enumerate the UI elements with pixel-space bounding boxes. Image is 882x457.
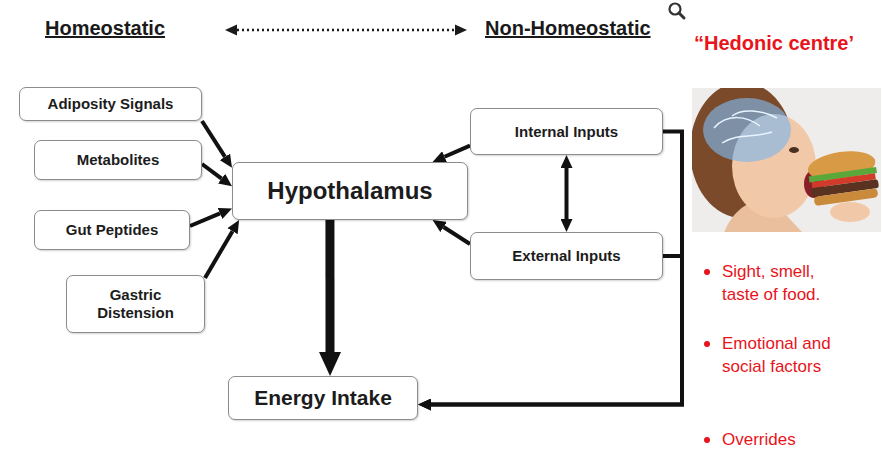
side-heading: “Hedonic centre’ (694, 32, 854, 55)
bullet-dot (704, 437, 710, 443)
bullet-dot (704, 341, 710, 347)
box-text: Internal Inputs (515, 123, 618, 141)
flow-arrow (190, 213, 220, 226)
flow-arrow (202, 121, 225, 157)
flow-arrow (202, 164, 222, 179)
flow-arrow (325, 220, 334, 352)
bullet-text: Emotional and social factors (722, 332, 834, 378)
section-heading: Non-Homeostatic (485, 17, 651, 40)
box-text: External Inputs (512, 247, 620, 265)
input-box: Gut Peptides (34, 210, 190, 250)
section-heading: Homeostatic (45, 17, 165, 40)
magnifier-icon (670, 4, 685, 19)
input-box: Metabolites (34, 140, 202, 180)
box-text: Energy Intake (254, 385, 392, 410)
woman-burger-picture (690, 82, 881, 238)
flow-arrow (445, 146, 470, 157)
box-text: Adiposity Signals (48, 95, 174, 113)
input-box: Gastric Distension (66, 275, 205, 333)
input-box: External Inputs (470, 232, 663, 280)
flow-arrow (431, 132, 682, 405)
box-text: Gastric Distension (86, 286, 186, 322)
dotted-double-arrow (225, 25, 467, 36)
bullet-text: Sight, smell, taste of food. (722, 260, 834, 306)
flow-arrow (565, 168, 569, 219)
box-text: Hypothalamus (267, 177, 432, 206)
box-text: Metabolites (77, 151, 160, 169)
input-box: Adiposity Signals (19, 87, 202, 121)
flow-arrow (205, 231, 232, 278)
bullet-text: Overrides (722, 428, 834, 451)
input-box: Internal Inputs (470, 108, 663, 155)
output-box: Energy Intake (228, 376, 418, 420)
box-text: Gut Peptides (66, 221, 159, 239)
centre-box: Hypothalamus (232, 162, 468, 220)
bullet-dot (704, 269, 710, 275)
flow-arrow (444, 227, 470, 244)
